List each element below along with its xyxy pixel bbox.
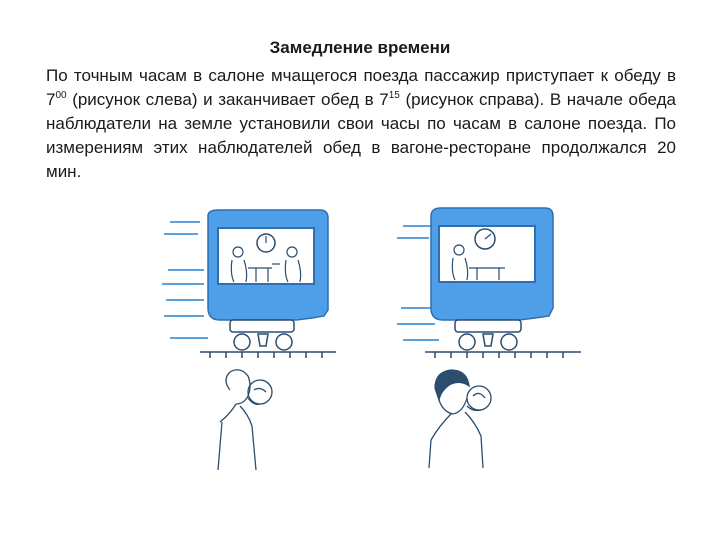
wheel-icon	[454, 319, 522, 351]
time-start-minutes: 00	[55, 90, 67, 101]
rail-track-icon	[200, 351, 336, 358]
rail-track-icon	[425, 351, 581, 358]
text-part-3: (рисунок справа). В начале обеда наблюда…	[46, 90, 676, 181]
text-part-1: По точным часам в салоне мчащегося поезд…	[46, 66, 676, 109]
figure-left-start-of-dinner	[160, 200, 340, 480]
clock-icon	[474, 228, 496, 250]
train-scene-left	[162, 209, 336, 471]
passenger-icon	[230, 246, 302, 283]
figure-right-end-of-dinner	[395, 200, 590, 475]
clock-icon	[256, 233, 276, 253]
slide-title: Замедление времени	[269, 38, 451, 57]
train-window	[438, 225, 536, 283]
wheel-icon	[229, 319, 295, 351]
passenger-icon	[451, 244, 505, 281]
train-scene-right	[397, 207, 581, 469]
text-part-2: (рисунок слева) и заканчивает обед в 7	[66, 90, 389, 109]
observer-icon	[217, 369, 273, 471]
observer-icon	[428, 369, 492, 469]
speed-lines-icon	[397, 225, 439, 341]
speed-lines-icon	[162, 221, 208, 339]
time-end-minutes: 15	[388, 90, 400, 101]
description-paragraph: По точным часам в салоне мчащегося поезд…	[46, 64, 676, 184]
